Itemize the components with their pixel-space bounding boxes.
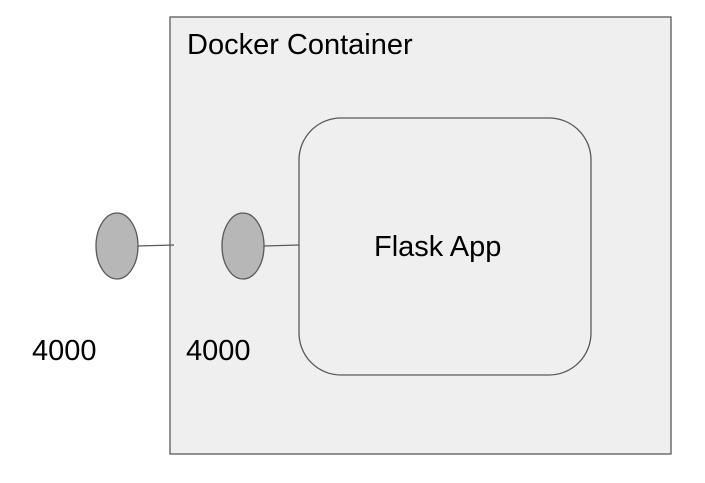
container-port-ellipse: [221, 212, 265, 280]
container-port-label: 4000: [186, 335, 251, 367]
host-port-ellipse: [95, 212, 139, 280]
host-port-label: 4000: [32, 335, 97, 367]
flask-app-box: [298, 117, 592, 376]
host-port-connector: [136, 244, 175, 247]
flask-app-label: Flask App: [374, 231, 502, 263]
container-port-connector: [263, 244, 300, 247]
docker-container-title: Docker Container: [187, 29, 413, 61]
